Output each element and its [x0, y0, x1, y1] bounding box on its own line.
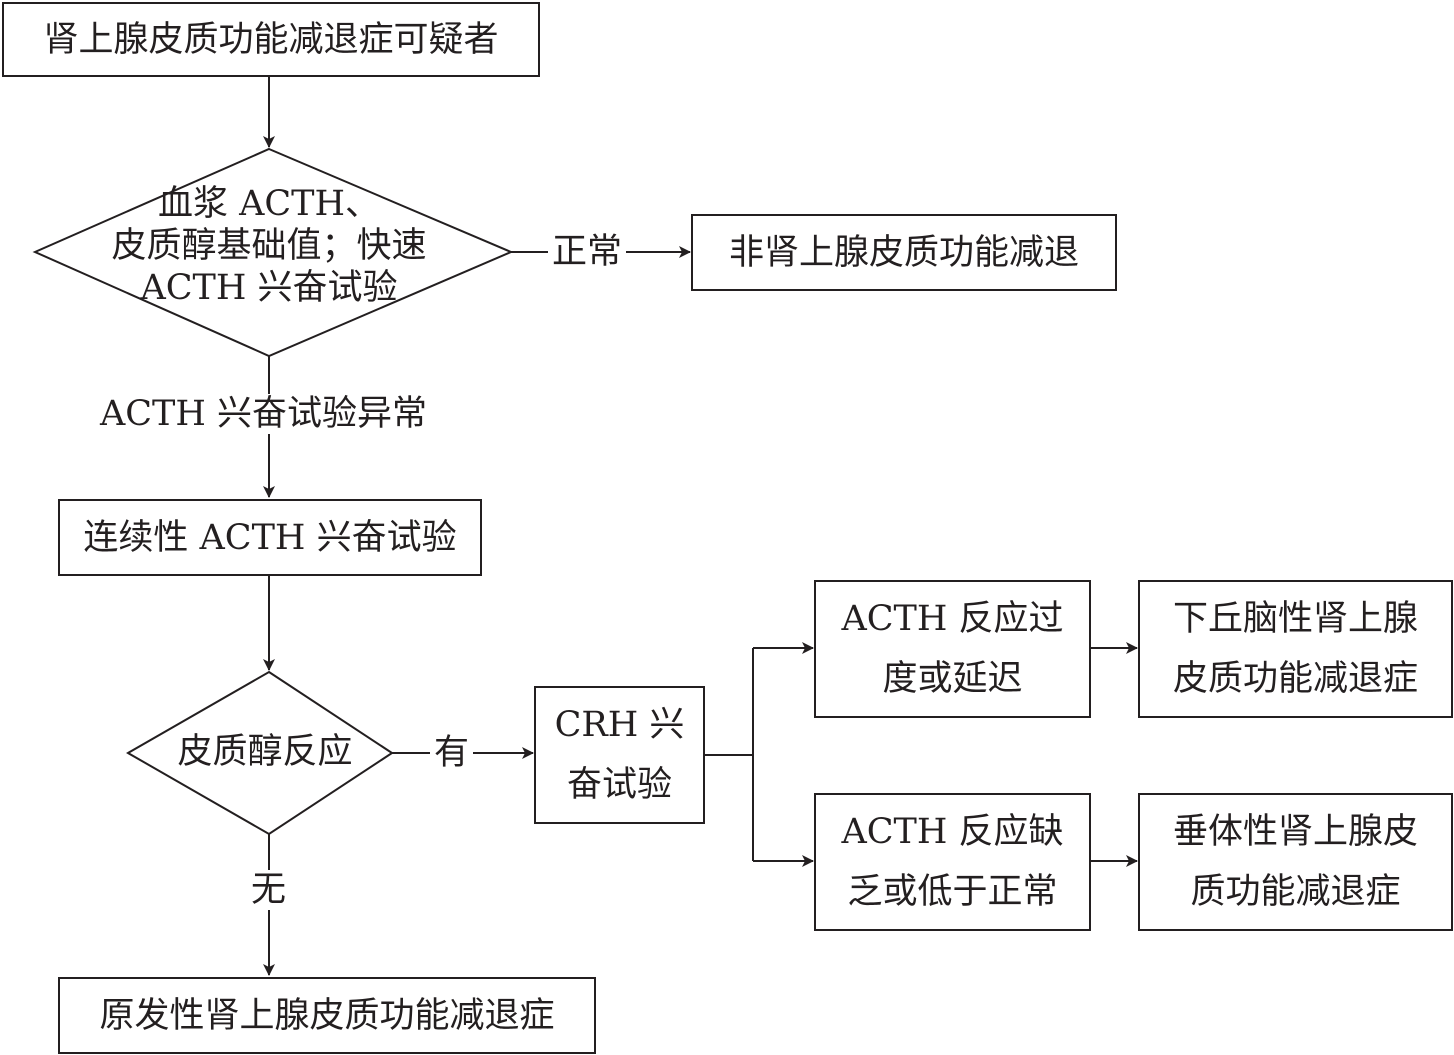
decision1-line3: ACTH 兴奋试验 [140, 268, 398, 308]
node-not-insufficiency: 非肾上腺皮质功能减退 [691, 214, 1117, 291]
node-acth-deficient: ACTH 反应缺 乏或低于正常 [814, 793, 1091, 931]
node-hypothalamic: 下丘脑性肾上腺 皮质功能减退症 [1138, 580, 1453, 718]
node-pituitary: 垂体性肾上腺皮 质功能减退症 [1138, 793, 1453, 931]
node-acth-excess-line1: ACTH 反应过 [841, 599, 1064, 639]
node-not-insufficiency-label: 非肾上腺皮质功能减退 [728, 232, 1079, 273]
decision2-label: 皮质醇反应 [150, 731, 380, 773]
node-continuous-test: 连续性 ACTH 兴奋试验 [58, 499, 482, 576]
node-hypothalamic-line2: 皮质功能减退症 [1172, 659, 1418, 699]
decision1-line1: 血浆 ACTH、 [157, 184, 381, 224]
edge-label-normal-text: 正常 [552, 232, 623, 272]
node-crh-test: CRH 兴 奋试验 [534, 686, 705, 824]
node-acth-excess: ACTH 反应过 度或延迟 [814, 580, 1091, 718]
node-acth-deficient-line2: 乏或低于正常 [847, 872, 1058, 912]
edge-label-yes-text: 有 [434, 733, 470, 773]
edge-label-no: 无 [247, 870, 291, 910]
node-acth-excess-line2: 度或延迟 [882, 659, 1023, 699]
decision2-text: 皮质醇反应 [177, 732, 353, 772]
node-suspect: 肾上腺皮质功能减退症可疑者 [2, 2, 540, 77]
node-suspect-label: 肾上腺皮质功能减退症可疑者 [43, 19, 499, 60]
edge-label-acth-abnormal: ACTH 兴奋试验异常 [96, 394, 432, 434]
edge-label-acth-abnormal-text: ACTH 兴奋试验异常 [100, 394, 428, 434]
edge-label-normal: 正常 [548, 232, 627, 272]
decision1-line2: 皮质醇基础值；快速 [111, 226, 427, 266]
node-pituitary-line1: 垂体性肾上腺皮 [1172, 812, 1418, 852]
node-pituitary-line2: 质功能减退症 [1190, 872, 1401, 912]
node-hypothalamic-line1: 下丘脑性肾上腺 [1172, 599, 1418, 639]
decision1-label: 血浆 ACTH、 皮质醇基础值；快速 ACTH 兴奋试验 [79, 183, 459, 309]
node-acth-deficient-line1: ACTH 反应缺 [841, 812, 1064, 852]
node-continuous-test-label: 连续性 ACTH 兴奋试验 [83, 517, 457, 558]
edge-label-yes: 有 [430, 733, 474, 773]
node-primary: 原发性肾上腺皮质功能减退症 [58, 977, 596, 1054]
edge-label-no-text: 无 [251, 870, 287, 910]
node-primary-label: 原发性肾上腺皮质功能减退症 [99, 995, 555, 1036]
node-crh-test-line2: 奋试验 [566, 765, 672, 805]
node-crh-test-line1: CRH 兴 [554, 705, 685, 745]
